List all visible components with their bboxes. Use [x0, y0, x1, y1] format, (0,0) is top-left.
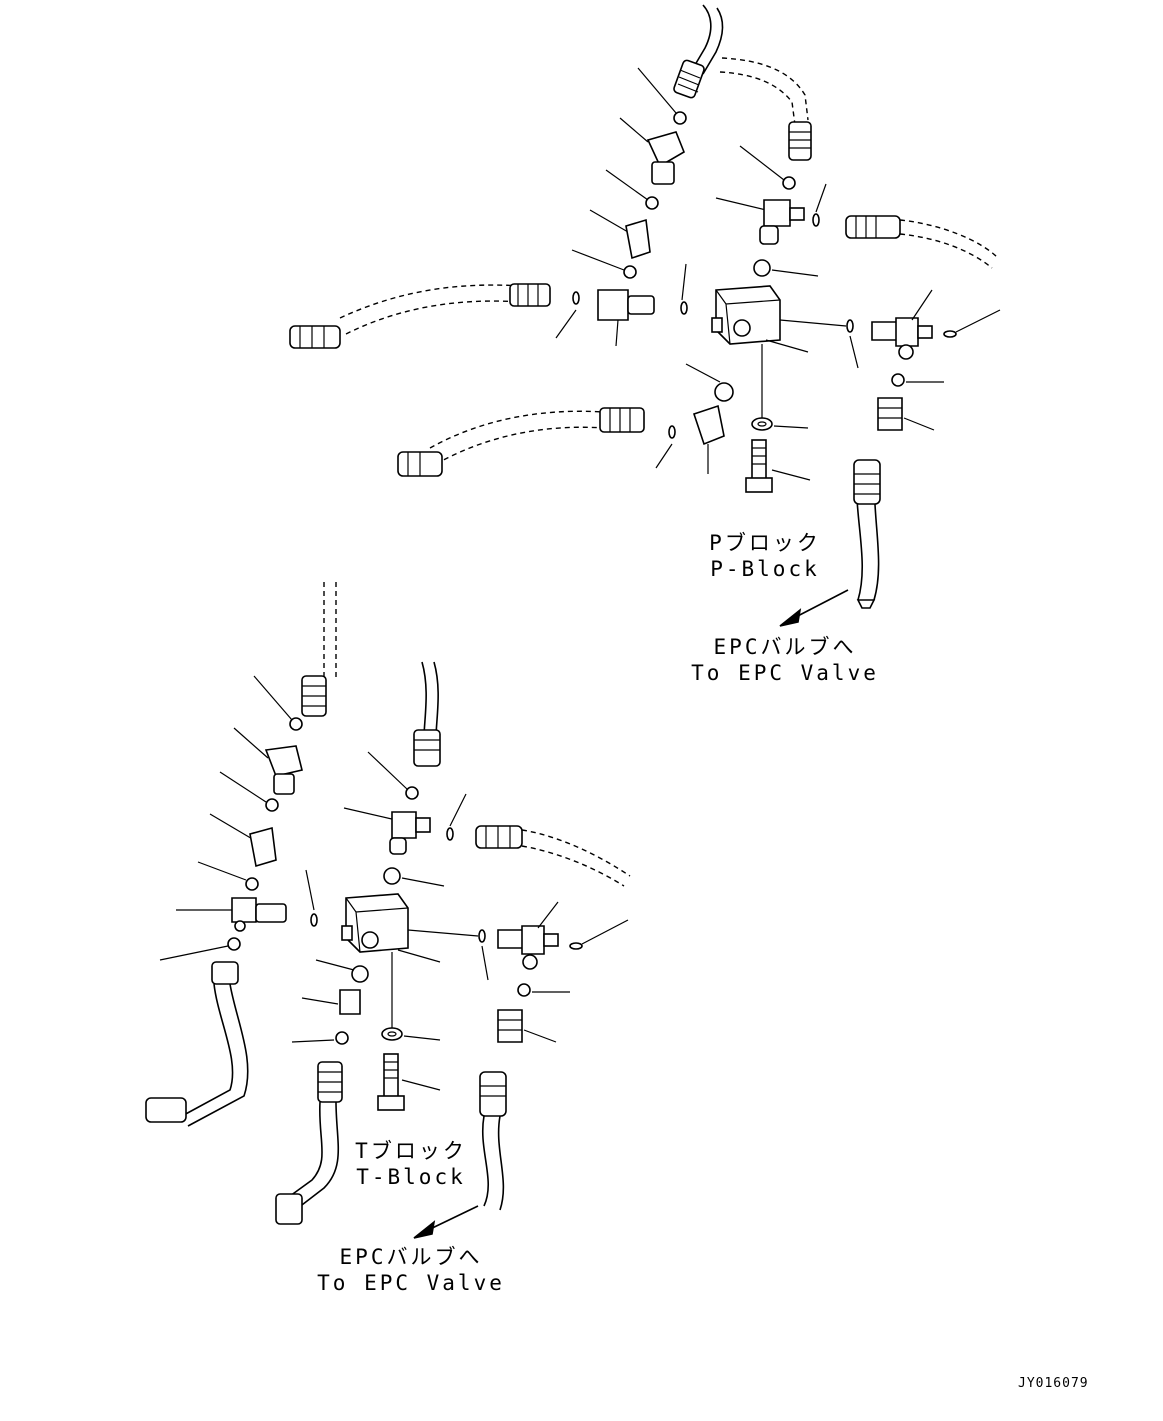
- p-block-assembly: [289, 4, 1001, 627]
- hose-top-dashed-p: [719, 57, 812, 161]
- p-block-label-en: P-Block: [710, 557, 820, 581]
- t-block-destination-en: To EPC Valve: [317, 1271, 505, 1295]
- p-block-destination-en: To EPC Valve: [691, 661, 879, 685]
- drawing-code: JY016079: [1018, 1376, 1089, 1391]
- t-block-body: [341, 893, 409, 953]
- t-block-assembly: [145, 582, 631, 1239]
- p-block-body: [711, 285, 781, 345]
- p-block-label-jp: Pブロック: [709, 531, 821, 555]
- t-block-destination-jp: EPCバルブへ: [339, 1245, 483, 1269]
- t-block-label-en: T-Block: [356, 1165, 466, 1189]
- t-block-label-jp: Tブロック: [355, 1139, 467, 1163]
- hose-top-left-p: [673, 4, 724, 99]
- p-block-destination-jp: EPCバルブへ: [713, 635, 857, 659]
